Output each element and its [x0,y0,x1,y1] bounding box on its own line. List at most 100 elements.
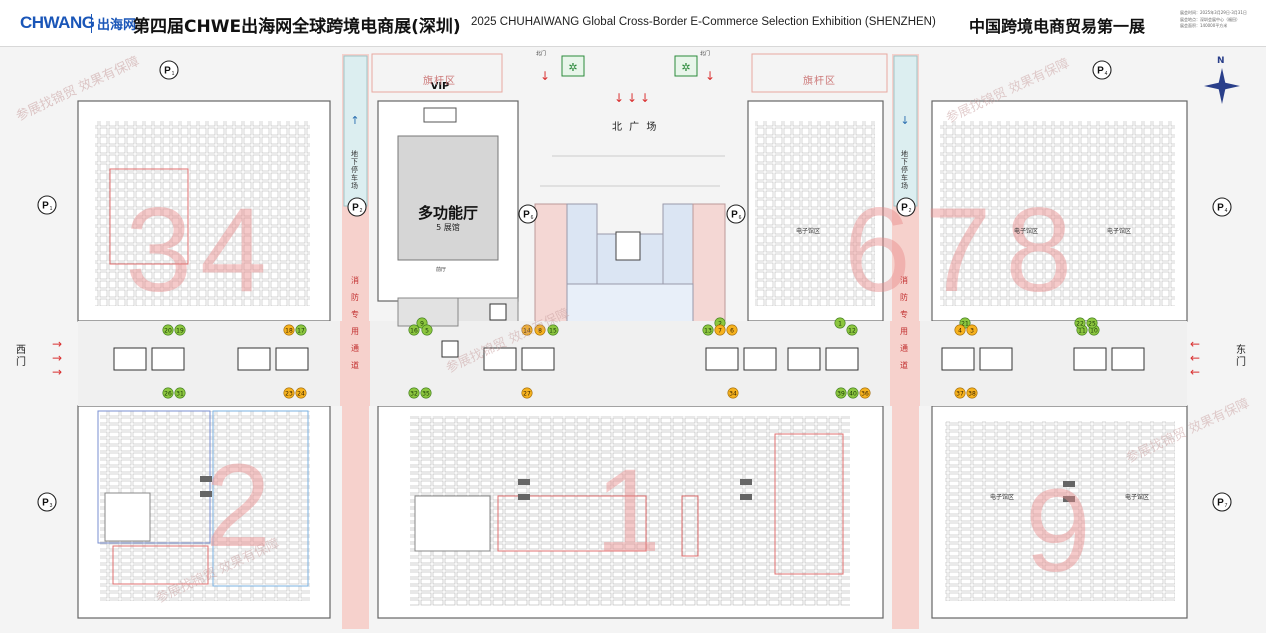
brand-logo[interactable]: CHWANG [20,13,95,32]
parking-icon[interactable] [1092,60,1112,80]
booth-marker-orange[interactable] [714,324,726,336]
booth-marker-label: 39 [837,390,845,397]
multi-hall-name: 多功能厅 [417,204,478,222]
parking-letter: P [1217,498,1224,509]
booth-marker-orange[interactable] [966,324,978,336]
booth-marker-green[interactable] [846,324,858,336]
booth-marker-label: 16 [410,327,418,334]
booth-marker-label: 22 [1076,320,1084,327]
booth-marker-green[interactable] [408,324,420,336]
booth-marker-green[interactable] [1074,317,1086,329]
e-hall-label: 电子馆区 [796,228,821,235]
svg-text:✲: ✲ [568,61,577,74]
booth-marker-label: 15 [549,327,557,334]
svg-text:↓: ↓ [614,91,624,105]
booth-marker-green[interactable] [547,324,559,336]
booth-marker-label: 10 [1090,327,1098,334]
service-block [397,297,459,327]
booth-marker-green[interactable] [408,387,420,399]
booth-marker-label: 14 [523,327,531,334]
west-gate-label: 西门 [16,345,26,368]
booth-marker-label: 20 [164,327,172,334]
booth-marker-label: 4 [958,327,962,334]
booth-marker-green[interactable] [847,387,859,399]
booth-marker-green[interactable] [174,387,186,399]
hall-9-building [200,405,1188,619]
header-bar: CHWANG 出海网 第四届CHWE出海网全球跨境电商展(深圳) 2025 CH… [0,0,1266,47]
e-hall-label: 电子馆区 [1014,228,1039,235]
booth-marker-orange[interactable] [966,387,978,399]
parking-icon[interactable] [37,195,57,215]
booth-marker-label: 11 [1078,327,1086,334]
parking-icon[interactable] [159,60,179,80]
parking-icon[interactable] [726,204,746,224]
ramp-arrow-down: ↓ [900,114,909,127]
booth-marker-label: 25 [1088,320,1096,327]
compass-north-label: N [1217,56,1225,66]
page-title-en: 2025 CHUHAIWANG Global Cross-Border E-Co… [471,16,936,28]
booth-marker-label: 37 [956,390,964,397]
booth-marker-green[interactable] [174,324,186,336]
booth-marker-green[interactable] [835,387,847,399]
booth-marker-orange[interactable] [521,387,533,399]
booth-marker-orange[interactable] [283,324,295,336]
north-gate-right[interactable] [674,55,698,77]
parking-ramp-right-label: 地下停车场 [901,150,908,190]
parking-letter: P [523,210,530,221]
booth-marker-orange[interactable] [726,324,738,336]
booth-marker-orange[interactable] [283,387,295,399]
info-line: 展会地点：深圳会展中心（福田） [1180,16,1240,22]
booth-marker-green[interactable] [162,387,174,399]
flag-area-left-label: 旗杆区 [423,76,456,87]
booth-marker-label: 27 [523,390,531,397]
parking-number: 1 [172,71,175,77]
svg-text:↓: ↓ [705,69,715,83]
booth-marker-label: 1 [838,320,842,327]
booth-marker-label: 31 [176,390,184,397]
booth-marker-orange[interactable] [295,387,307,399]
svg-text:↓: ↓ [540,69,550,83]
booth-marker-orange[interactable] [954,324,966,336]
booth-marker-label: 19 [176,327,184,334]
booth-marker-label: 38 [968,390,976,397]
svg-text:→: → [52,351,62,365]
booth-marker-label: 23 [285,390,293,397]
hall-6-building [747,100,884,322]
booth-marker-green[interactable] [421,324,433,336]
booth-marker-green[interactable] [834,317,846,329]
hall-number-34: 34 [125,183,274,317]
booth-marker-green[interactable] [295,324,307,336]
flag-area-right [751,53,888,93]
e-hall-label: 电子馆区 [990,494,1015,501]
parking-letter: P [164,66,171,77]
fire-lane-left-label: 消防专用通道 [351,276,359,370]
booth-marker-orange[interactable] [727,387,739,399]
e-hall-label: 电子馆区 [1125,494,1150,501]
booth-marker-green[interactable] [1086,317,1098,329]
booth-marker-label: 17 [297,327,305,334]
booth-marker-orange[interactable] [534,324,546,336]
booth-marker-label: 18 [285,327,293,334]
booth-marker-green[interactable] [420,387,432,399]
north-gate-left[interactable] [561,55,585,77]
booth-marker-green[interactable] [162,324,174,336]
flag-area-left [371,53,503,93]
compass-icon [1204,68,1240,104]
parking-icon[interactable] [518,204,538,224]
north-gate-label: 北门 [700,51,711,57]
booth-marker-orange[interactable] [859,387,871,399]
parking-icon[interactable] [1212,492,1232,512]
parking-icon[interactable] [37,492,57,512]
svg-text:✲: ✲ [681,61,690,74]
parking-icon[interactable] [896,197,916,217]
booth-marker-orange[interactable] [521,324,533,336]
booth-marker-label: 8 [538,327,542,334]
booth-marker-label: 2 [718,320,722,327]
booth-marker-orange[interactable] [954,387,966,399]
booth-marker-green[interactable] [702,324,714,336]
parking-icon[interactable] [1212,197,1232,217]
parking-letter: P [1217,203,1224,214]
parking-icon[interactable] [347,197,367,217]
